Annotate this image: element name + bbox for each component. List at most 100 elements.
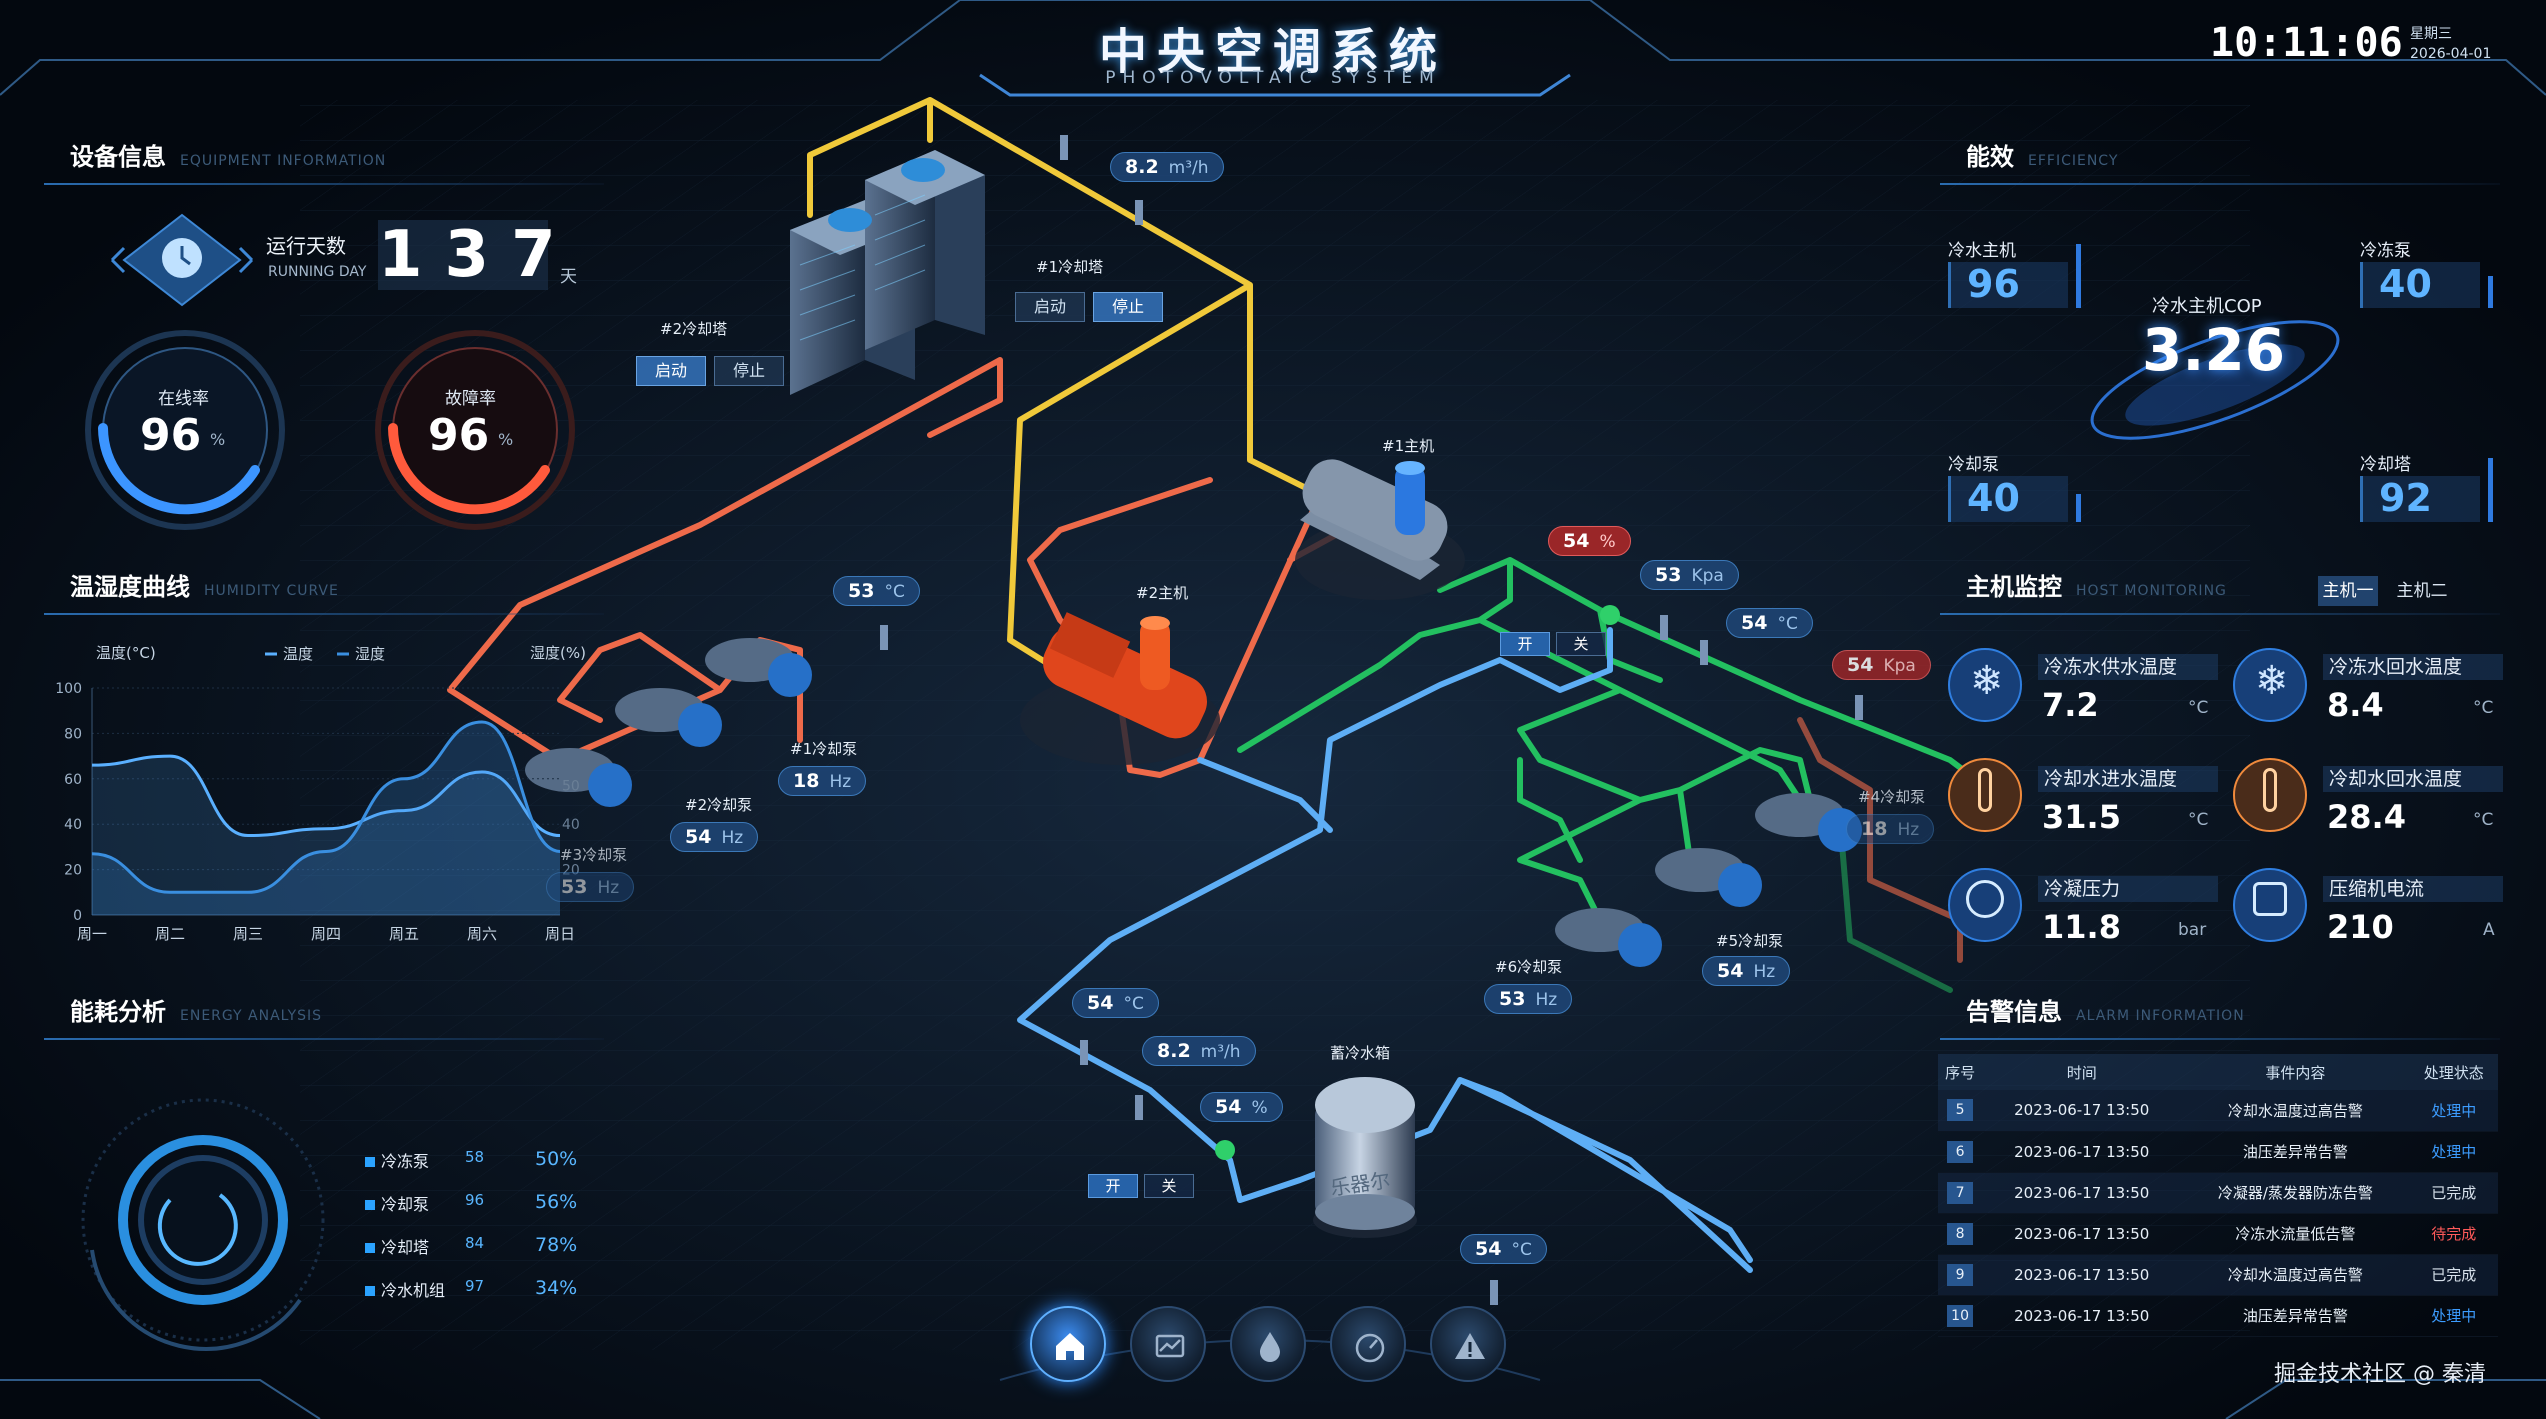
page-title: 中央空调系统	[1098, 24, 1447, 80]
col-index: 序号	[1938, 1054, 1983, 1090]
warning-icon	[1455, 1333, 1485, 1359]
fault-rate-unit: %	[498, 430, 514, 449]
pump6-label: #6冷却泵	[1495, 958, 1563, 976]
running-day-label: 运行天数	[266, 234, 346, 258]
tower1-stop-button[interactable]: 停止	[1093, 292, 1163, 322]
valve1-close-button[interactable]: 关	[1556, 632, 1606, 656]
col-status: 处理状态	[2409, 1054, 2498, 1090]
clock-date: 星期三 2026-04-01	[2410, 24, 2491, 64]
energy-item-num: 58	[465, 1148, 485, 1166]
pump1-label: #1冷却泵	[790, 740, 858, 758]
nav-home-button[interactable]	[1030, 1306, 1106, 1382]
col-event: 事件内容	[2181, 1054, 2410, 1090]
chart-icon	[1155, 1334, 1185, 1358]
legend-label: 温度	[283, 645, 313, 663]
tower1-start-button[interactable]: 启动	[1015, 292, 1085, 322]
legend-swatch	[365, 1200, 375, 1210]
pump3-label: #3冷却泵	[560, 846, 628, 864]
host1-label: #1主机	[1382, 437, 1435, 455]
tower2-start-button[interactable]: 启动	[636, 356, 706, 386]
legend-swatch	[365, 1286, 375, 1296]
valve2-close-button[interactable]: 关	[1144, 1174, 1194, 1198]
valve2-open-button[interactable]: 开	[1088, 1174, 1138, 1198]
alarm-event: 冷凝器/蒸发器防冻告警	[2181, 1172, 2410, 1214]
fault-rate-value: 96	[428, 410, 490, 461]
energy-item-name: 冷却塔	[381, 1238, 430, 1257]
alarm-index: 9	[1938, 1254, 1983, 1296]
energy-item-pct: 34%	[535, 1277, 578, 1299]
alarm-time: 2023-06-17 13:50	[1982, 1254, 2182, 1296]
y2-tick-label: 20	[562, 863, 580, 879]
alarm-status: 待完成	[2409, 1213, 2498, 1255]
alarm-index: 5	[1938, 1090, 1983, 1132]
nav-alarm-button[interactable]	[1430, 1306, 1506, 1382]
pump2-label: #2冷却泵	[685, 796, 753, 814]
x-tick-label: 周二	[155, 925, 185, 943]
x-tick-label: 周一	[77, 925, 107, 943]
weekday: 星期三	[2410, 26, 2452, 42]
nav-gauge-button[interactable]	[1330, 1306, 1406, 1382]
x-tick-label: 周三	[233, 925, 263, 943]
alarm-status: 已完成	[2409, 1172, 2498, 1214]
energy-item-pct: 78%	[535, 1234, 578, 1256]
energy-item-num: 97	[465, 1277, 485, 1295]
home-icon	[1056, 1333, 1084, 1360]
y-axis-label: 温度(°C)	[96, 644, 156, 662]
alarm-status: 处理中	[2409, 1131, 2498, 1173]
y-tick-label: 0	[73, 908, 82, 924]
tab-host-2[interactable]: 主机二	[2396, 581, 2448, 601]
online-rate-unit: %	[210, 430, 226, 449]
nav-water-button[interactable]	[1230, 1306, 1306, 1382]
thermometer-icon	[2263, 768, 2277, 812]
col-time: 时间	[1982, 1054, 2182, 1090]
alarm-event: 冷冻水流量低告警	[2181, 1213, 2410, 1255]
tank-label: 蓄冷水箱	[1330, 1044, 1391, 1062]
running-day-label-en: RUNNING DAY	[268, 264, 367, 280]
alarm-event: 冷却水温度过高告警	[2181, 1254, 2410, 1296]
thermometer-icon	[1978, 768, 1992, 812]
watermark: 掘金技术社区 @ 秦清	[2274, 1362, 2486, 1387]
valve1-open-button[interactable]: 开	[1500, 632, 1550, 656]
tower1-label: #1冷却塔	[1036, 258, 1104, 276]
alarm-time: 2023-06-17 13:50	[1982, 1131, 2182, 1173]
energy-item-pct: 50%	[535, 1148, 578, 1170]
alarm-event: 油压差异常告警	[2181, 1295, 2410, 1337]
alarm-status: 处理中	[2409, 1295, 2498, 1337]
tower2-label: #2冷却塔	[660, 320, 728, 338]
tab-host-1[interactable]: 主机一	[2318, 576, 2378, 606]
tower2-stop-button[interactable]: 停止	[714, 356, 784, 386]
nav-chart-button[interactable]	[1130, 1306, 1206, 1382]
x-tick-label: 周六	[467, 925, 497, 943]
legend-swatch	[365, 1157, 375, 1167]
gauge-icon	[1355, 1333, 1385, 1363]
y2-axis-label: 湿度(%)	[530, 644, 586, 662]
x-tick-label: 周四	[311, 925, 341, 943]
pump4-label: #4冷却泵	[1858, 788, 1926, 806]
y-tick-label: 80	[64, 726, 82, 742]
water-drop-icon	[1260, 1332, 1280, 1362]
y2-tick-label: 50	[562, 779, 580, 795]
